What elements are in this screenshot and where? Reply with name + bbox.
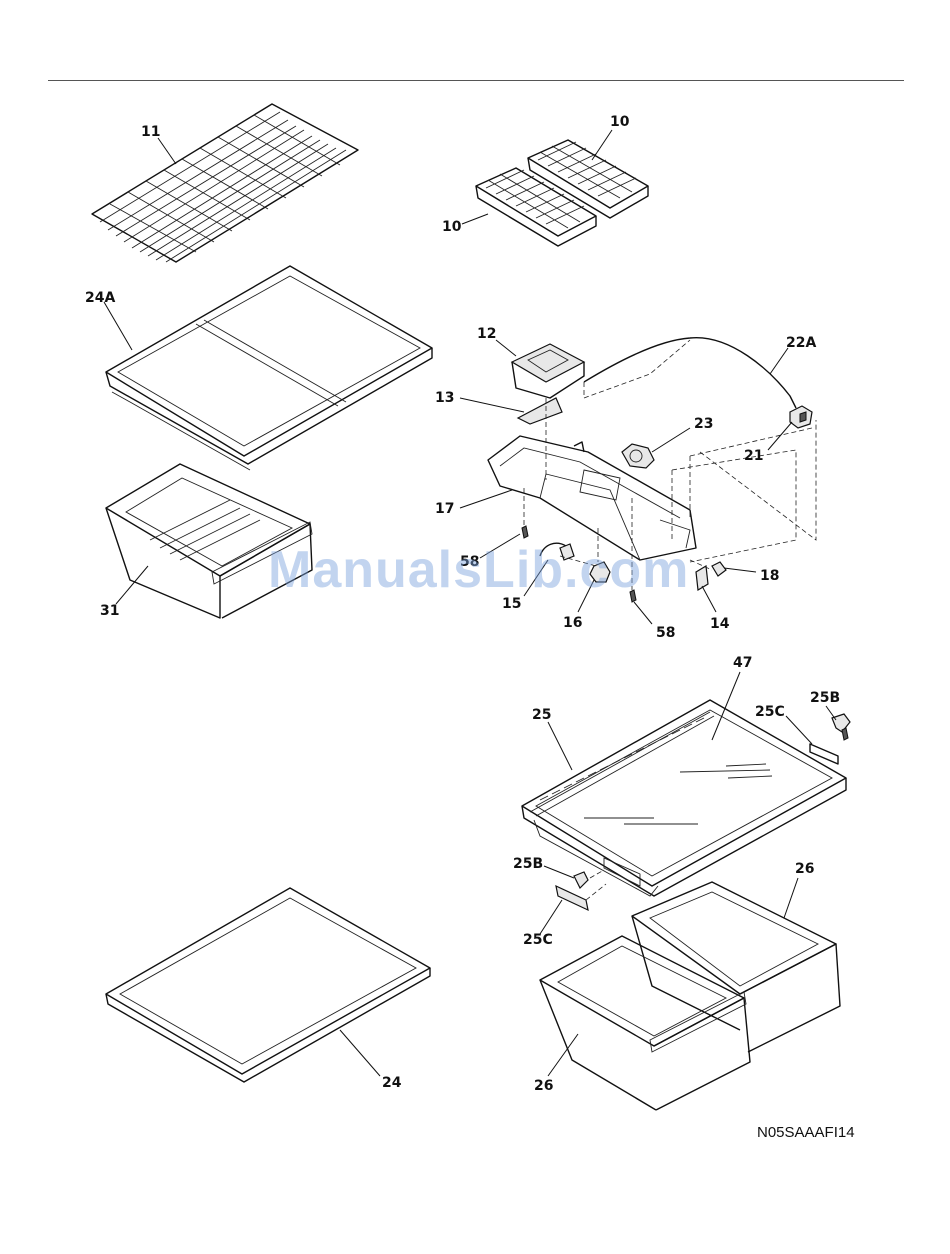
glass-shelf-24 <box>106 888 430 1082</box>
wire-shelf-11 <box>92 104 358 262</box>
callout-10-lower: 10 <box>442 219 462 235</box>
watermark: ManualsLib.com <box>268 540 689 600</box>
callout-23: 23 <box>694 416 713 432</box>
callout-25B-top: 25B <box>810 690 840 706</box>
callout-25C-left: 25C <box>523 932 553 948</box>
clip-25B-left <box>574 872 588 888</box>
callout-22A: 22A <box>786 335 816 351</box>
knob-18 <box>712 562 726 576</box>
screw-58-left <box>522 526 528 538</box>
glass-shelf-24A <box>106 266 432 470</box>
callout-47: 47 <box>733 655 752 671</box>
callout-31: 31 <box>100 603 119 619</box>
callout-24A: 24A <box>85 290 115 306</box>
switch-21 <box>790 406 812 428</box>
ice-tray-lower-10 <box>476 168 596 246</box>
callout-21: 21 <box>744 448 763 464</box>
ice-bucket-12 <box>512 344 584 398</box>
callout-14: 14 <box>710 616 730 632</box>
callout-26-lower: 26 <box>534 1078 553 1094</box>
callout-10-upper: 10 <box>610 114 630 130</box>
bracket-25C-left <box>556 886 588 910</box>
callout-17: 17 <box>435 501 454 517</box>
callout-12: 12 <box>477 326 496 342</box>
callout-11: 11 <box>141 124 160 140</box>
callout-16: 16 <box>563 615 582 631</box>
ice-tray-upper-10 <box>528 140 648 218</box>
callout-13: 13 <box>435 390 454 406</box>
assembly-lines-25 <box>586 870 606 900</box>
callout-58-right: 58 <box>656 625 675 641</box>
flap-13 <box>518 398 562 424</box>
callout-25: 25 <box>532 707 551 723</box>
drawing-code: N05SAAAFI14 <box>757 1124 855 1141</box>
callout-25B-left: 25B <box>513 856 543 872</box>
wire-harness-22A <box>584 338 796 408</box>
motor-23 <box>622 444 654 468</box>
bracket-25C-top <box>810 744 838 764</box>
leader-lines <box>104 130 836 1076</box>
callout-25C-top: 25C <box>755 704 785 720</box>
callout-18: 18 <box>760 568 779 584</box>
callout-24: 24 <box>382 1075 402 1091</box>
callout-26-upper: 26 <box>795 861 814 877</box>
